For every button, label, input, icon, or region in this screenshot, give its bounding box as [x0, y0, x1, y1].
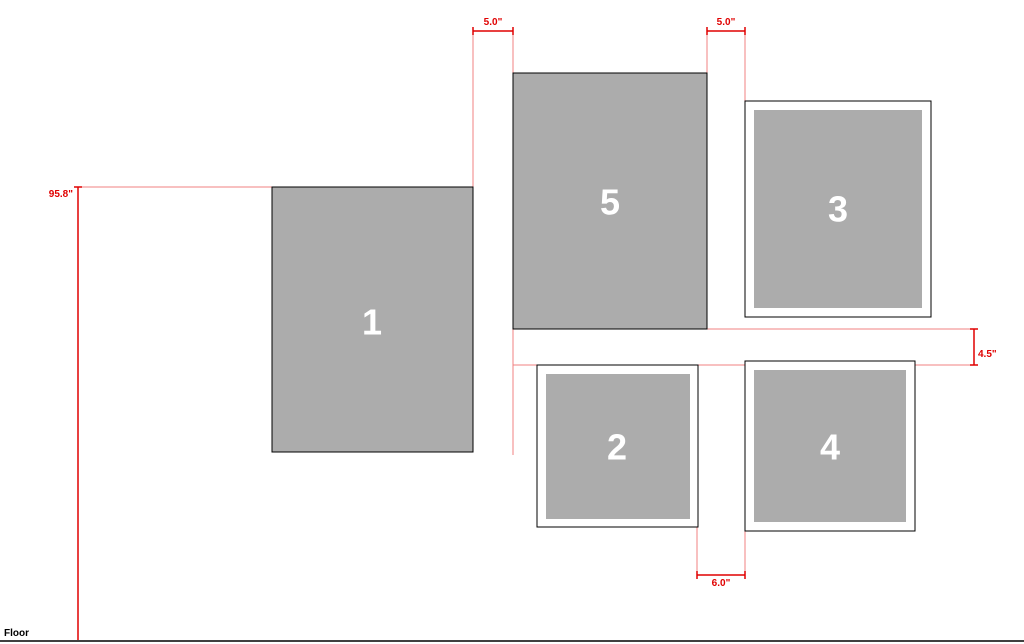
gap-5-to-3-label: 5.0" — [717, 17, 736, 28]
gap-2-to-4-label: 6.0" — [712, 578, 731, 589]
frame-2-number: 2 — [607, 427, 627, 468]
frame-1[interactable]: 1 — [271, 186, 474, 453]
dimension-gap-2-to-4: 6.0" — [696, 571, 746, 589]
gap-1-to-5-label: 5.0" — [484, 17, 503, 28]
dimension-gap-1-to-5: 5.0" — [472, 17, 514, 35]
frame-2[interactable]: 2 — [536, 364, 699, 528]
dimension-gap-5-to-3: 5.0" — [706, 17, 746, 35]
floor-label: Floor — [4, 628, 29, 639]
floor: Floor — [0, 628, 1024, 642]
frame-4[interactable]: 4 — [744, 360, 916, 532]
dimension-height-from-floor: 95.8" — [49, 186, 82, 640]
frame-1-number: 1 — [362, 302, 382, 343]
frame-4-number: 4 — [820, 427, 840, 468]
frame-5-number: 5 — [600, 182, 620, 223]
height-from-floor-label: 95.8" — [49, 189, 73, 200]
frame-5[interactable]: 5 — [512, 72, 708, 330]
dimension-gap-row-vertical: 4.5" — [970, 328, 997, 366]
frame-3-number: 3 — [828, 189, 848, 230]
gap-row-vertical-label: 4.5" — [978, 349, 997, 360]
frame-3[interactable]: 3 — [744, 100, 932, 318]
